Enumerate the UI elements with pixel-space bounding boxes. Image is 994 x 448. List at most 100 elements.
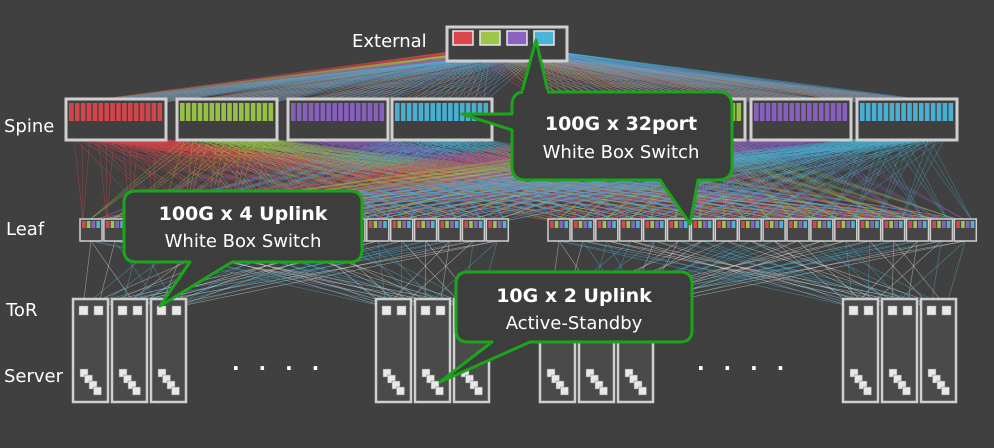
leaf-switch-26 [714, 218, 739, 242]
external-port-blue [533, 30, 555, 46]
spine-port [948, 103, 954, 121]
leaf-uplink-port [368, 221, 373, 228]
spine-port [133, 103, 139, 121]
leaf-uplink-port [554, 221, 559, 228]
spine-port [250, 103, 256, 121]
spine-port [326, 103, 331, 121]
spine-port [818, 103, 824, 121]
external-switch [445, 25, 569, 63]
spine-port [813, 103, 818, 121]
leaf-uplink-port [650, 221, 654, 228]
server-rack-11 [880, 297, 919, 404]
spine-port [454, 103, 459, 121]
leaf-uplink-port [469, 221, 473, 228]
callout-spine-pointer-up [520, 38, 550, 93]
leaf-switch-32 [857, 218, 882, 242]
spine-port [367, 103, 373, 121]
leaf-uplink-port [889, 221, 893, 228]
server [893, 374, 902, 384]
leaf-uplink-port [913, 221, 917, 228]
spine-port [227, 103, 232, 121]
spine-port [308, 103, 314, 121]
callout-leaf-title: 100G x 4 Uplink [159, 203, 328, 225]
leaf-uplink-port [597, 221, 602, 228]
server [551, 374, 560, 384]
spine-port [395, 103, 400, 121]
spine-port [824, 103, 830, 121]
leaf-uplink-port [373, 221, 378, 228]
leaf-uplink-port [636, 221, 640, 228]
spine-port [736, 103, 742, 121]
leaf-uplink-port [450, 221, 454, 228]
leaf-uplink-port [110, 221, 115, 228]
callout-leaf-switch: 100G x 4 Uplink White Box Switch [122, 189, 364, 308]
leaf-uplink-port [559, 221, 564, 228]
leaf-uplink-port [860, 221, 865, 228]
leaf-switch-31 [834, 218, 858, 242]
spine-port [412, 103, 418, 121]
spine-port [244, 103, 250, 121]
leaf-uplink-port [86, 221, 91, 228]
spine-port [930, 103, 936, 121]
leaf-switch-13 [366, 218, 390, 242]
leaf-switch-14 [389, 218, 414, 242]
spine-port [471, 103, 477, 121]
server [858, 380, 868, 390]
leaf-uplink-port [502, 221, 507, 228]
callout-tor-title: 10G x 2 Uplink [496, 285, 652, 307]
leaf-uplink-port [812, 221, 817, 228]
spine-port [924, 103, 930, 121]
spine-port [239, 103, 244, 121]
callout-tor-uplink: 10G x 2 Uplink Active-Standby [438, 270, 694, 384]
leaf-uplink-port [836, 221, 841, 228]
spine-port [74, 103, 80, 121]
spine-port [128, 103, 133, 121]
external-label: External [352, 31, 427, 52]
server [594, 380, 604, 390]
leaf-uplink-port [655, 221, 659, 228]
spine-port [379, 103, 385, 121]
spine-port [436, 103, 441, 121]
server [171, 386, 180, 396]
server [118, 368, 128, 378]
leaf-uplink-port [803, 221, 807, 228]
spine-port [448, 103, 453, 121]
spine-port [919, 103, 924, 121]
spine-port [877, 103, 883, 121]
spine-port [889, 103, 895, 121]
tor-switch [156, 305, 167, 316]
leaf-uplink-port [822, 221, 827, 228]
leaf-uplink-port [726, 221, 731, 228]
server [474, 386, 483, 396]
leaf-uplink-port [464, 221, 468, 228]
spine-port [203, 103, 209, 121]
server [888, 368, 898, 378]
leaf-uplink-port [750, 221, 755, 228]
tor-switch [848, 305, 859, 316]
spine-port [795, 103, 800, 121]
spine-port [209, 103, 215, 121]
tor-switch [117, 305, 128, 316]
leaf-uplink-port [588, 221, 592, 228]
spine-port [262, 103, 268, 121]
leaf-uplink-port [703, 221, 707, 228]
leaf-uplink-port [894, 221, 898, 228]
leaf-uplink-port [626, 221, 631, 228]
leaf-uplink-port [105, 221, 110, 228]
leaf-uplink-port [493, 221, 497, 228]
leaf-uplink-port [769, 221, 774, 228]
spine-port [139, 103, 145, 121]
leaf-uplink-port [970, 221, 975, 228]
tor-switch [926, 305, 937, 316]
server [599, 386, 608, 396]
leaf-uplink-port [765, 221, 769, 228]
leaf-uplink-port [426, 221, 430, 228]
spine-switch-2 [175, 97, 279, 142]
leaf-switch-17 [461, 218, 486, 242]
leaf-label: Leaf [6, 219, 45, 240]
server [162, 374, 171, 384]
spine-port [895, 103, 900, 121]
server [435, 386, 444, 396]
spine-port [418, 103, 424, 121]
server [555, 380, 565, 390]
